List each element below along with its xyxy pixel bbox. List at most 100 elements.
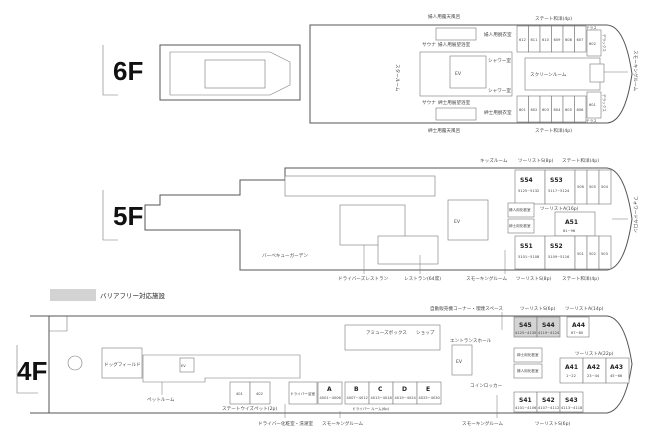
driver-room-label: ドライバー ルーム(6p) xyxy=(352,406,390,411)
floor-label-4f: 4F xyxy=(17,356,47,386)
legend-label: バリアフリー対応施設 xyxy=(100,291,166,300)
cabin-S43: S43 4113~4118 xyxy=(559,391,584,413)
deluxe-cabin-number: 601 xyxy=(589,103,596,107)
cabin-number: 609 xyxy=(554,38,562,42)
deluxe-label: デラックス xyxy=(602,94,607,112)
driver-bath-label: ドライバー浴室 xyxy=(290,391,315,396)
cabin-number: 610 xyxy=(542,38,550,42)
bbq-garden-label: バーベキューガーデン xyxy=(262,252,308,259)
floor-label-6f: 6F xyxy=(113,56,143,86)
tourist-a-label: ツーリストA(16p) xyxy=(540,206,579,212)
cabin-number: 603 xyxy=(542,108,549,112)
coin-locker-label: コインロッカー xyxy=(470,383,503,389)
svg-text:5101~5108: 5101~5108 xyxy=(518,255,540,259)
smoking-room-label: スモーキングルーム xyxy=(466,275,507,282)
men-view-bath-label: 紳士用展望浴室 xyxy=(438,99,471,106)
women-powder-room-label: 婦人用化粧室 xyxy=(517,368,539,373)
women-bath-label: 婦人用露天風呂 xyxy=(428,13,460,20)
svg-text:S53: S53 xyxy=(550,177,563,184)
svg-text:S54: S54 xyxy=(520,177,533,184)
helipad-icon xyxy=(67,355,83,371)
screen-room xyxy=(524,57,601,91)
svg-text:23~44: 23~44 xyxy=(587,374,600,378)
ev-label: EV xyxy=(455,71,462,77)
floor-bracket xyxy=(102,45,118,96)
cabin-S42: S42 4107~4112 xyxy=(536,391,561,413)
deluxe-cabin-number: 602 xyxy=(589,42,596,46)
cabin-A42: A42 23~44 xyxy=(582,357,607,384)
screen-room-label: スクリーンルーム xyxy=(530,72,567,78)
tourist-s-label: ツーリストS(8p) xyxy=(518,158,554,164)
smoking-room-label: スモーキングルーム xyxy=(462,420,503,427)
cabin-number: 501 xyxy=(577,252,584,256)
cabin-number: 611 xyxy=(531,38,538,42)
svg-text:A51: A51 xyxy=(565,219,578,226)
state-label: ステート和洋(4p) xyxy=(535,127,572,134)
tourist-s-label: ツーリストS(8p) xyxy=(516,276,552,282)
svg-text:4101~4106: 4101~4106 xyxy=(515,406,537,410)
svg-text:S42: S42 xyxy=(542,397,555,404)
svg-text:S43: S43 xyxy=(565,397,578,404)
women-powder-room-label: 婦人用化粧室 xyxy=(509,207,531,212)
svg-text:A41: A41 xyxy=(565,364,578,371)
drivers-restaurant-label: ドライバーズレストラン xyxy=(338,275,389,282)
svg-text:5125~5132: 5125~5132 xyxy=(518,189,539,193)
shower-label: シャワー室 xyxy=(488,57,511,64)
state-label: ステート和洋(4p) xyxy=(562,157,599,164)
men-dressing-label: 紳士用脱衣室 xyxy=(484,109,512,116)
barrier-free-swatch xyxy=(50,289,96,301)
floor-label-5f: 5F xyxy=(113,201,143,231)
terrace-label: テラス xyxy=(586,118,597,123)
elevator xyxy=(451,344,473,376)
cabin-S41: S41 4101~4106 xyxy=(513,391,538,413)
dog-field-label: ドッグフィールド xyxy=(104,361,141,368)
cabin-number: 502 xyxy=(589,252,596,256)
svg-text:5109~5116: 5109~5116 xyxy=(548,255,570,259)
svg-text:45~66: 45~66 xyxy=(610,374,623,378)
svg-text:81~96: 81~96 xyxy=(563,229,576,233)
sauna-label: サウナ xyxy=(422,41,436,48)
svg-text:4119~4124: 4119~4124 xyxy=(538,331,560,335)
elevator xyxy=(447,199,489,241)
women-dressing-label: 婦人用脱衣室 xyxy=(484,31,512,38)
cabin-number: 608 xyxy=(565,38,573,42)
svg-text:4013~4018: 4013~4018 xyxy=(371,396,393,400)
amuse-box-label: アミューズボックス xyxy=(366,329,407,336)
cabin-S54: S54 5125~5132 xyxy=(514,169,546,205)
cabin-number: 604 xyxy=(554,108,562,112)
pet-room-label: ペットルーム xyxy=(147,397,175,403)
svg-text:S41: S41 xyxy=(519,397,532,404)
cabin-number: 612 xyxy=(519,38,526,42)
cabin-number: 601 xyxy=(519,108,526,112)
state-with-pet-label: ステートウイズペット(2p) xyxy=(222,405,277,412)
svg-text:4107~4112: 4107~4112 xyxy=(538,406,559,410)
cabin-number: 401 xyxy=(236,392,243,396)
vending-corner-label: 自動販売機コーナー・喫煙スペース xyxy=(430,305,503,312)
kids-room-label: キッズルーム xyxy=(480,157,508,164)
shop-label: ショップ xyxy=(416,330,435,336)
smoking-room-label: スモーキングルーム xyxy=(632,50,639,91)
svg-text:67~80: 67~80 xyxy=(571,331,584,335)
cabin-number: 402 xyxy=(256,392,263,396)
cabin-A51: A51 81~96 xyxy=(554,211,596,237)
svg-text:S51: S51 xyxy=(520,243,533,250)
svg-text:4113~4118: 4113~4118 xyxy=(561,406,583,410)
cabin-number: 505 xyxy=(589,185,596,189)
cabin-number: 606 xyxy=(577,108,585,112)
svg-text:4007~4012: 4007~4012 xyxy=(347,396,368,400)
state-label: ステート和洋(4p) xyxy=(535,15,572,22)
smoking-room-label: スモーキングルーム xyxy=(322,420,363,427)
svg-text:4001~4006: 4001~4006 xyxy=(320,396,342,400)
svg-text:A42: A42 xyxy=(587,364,600,371)
